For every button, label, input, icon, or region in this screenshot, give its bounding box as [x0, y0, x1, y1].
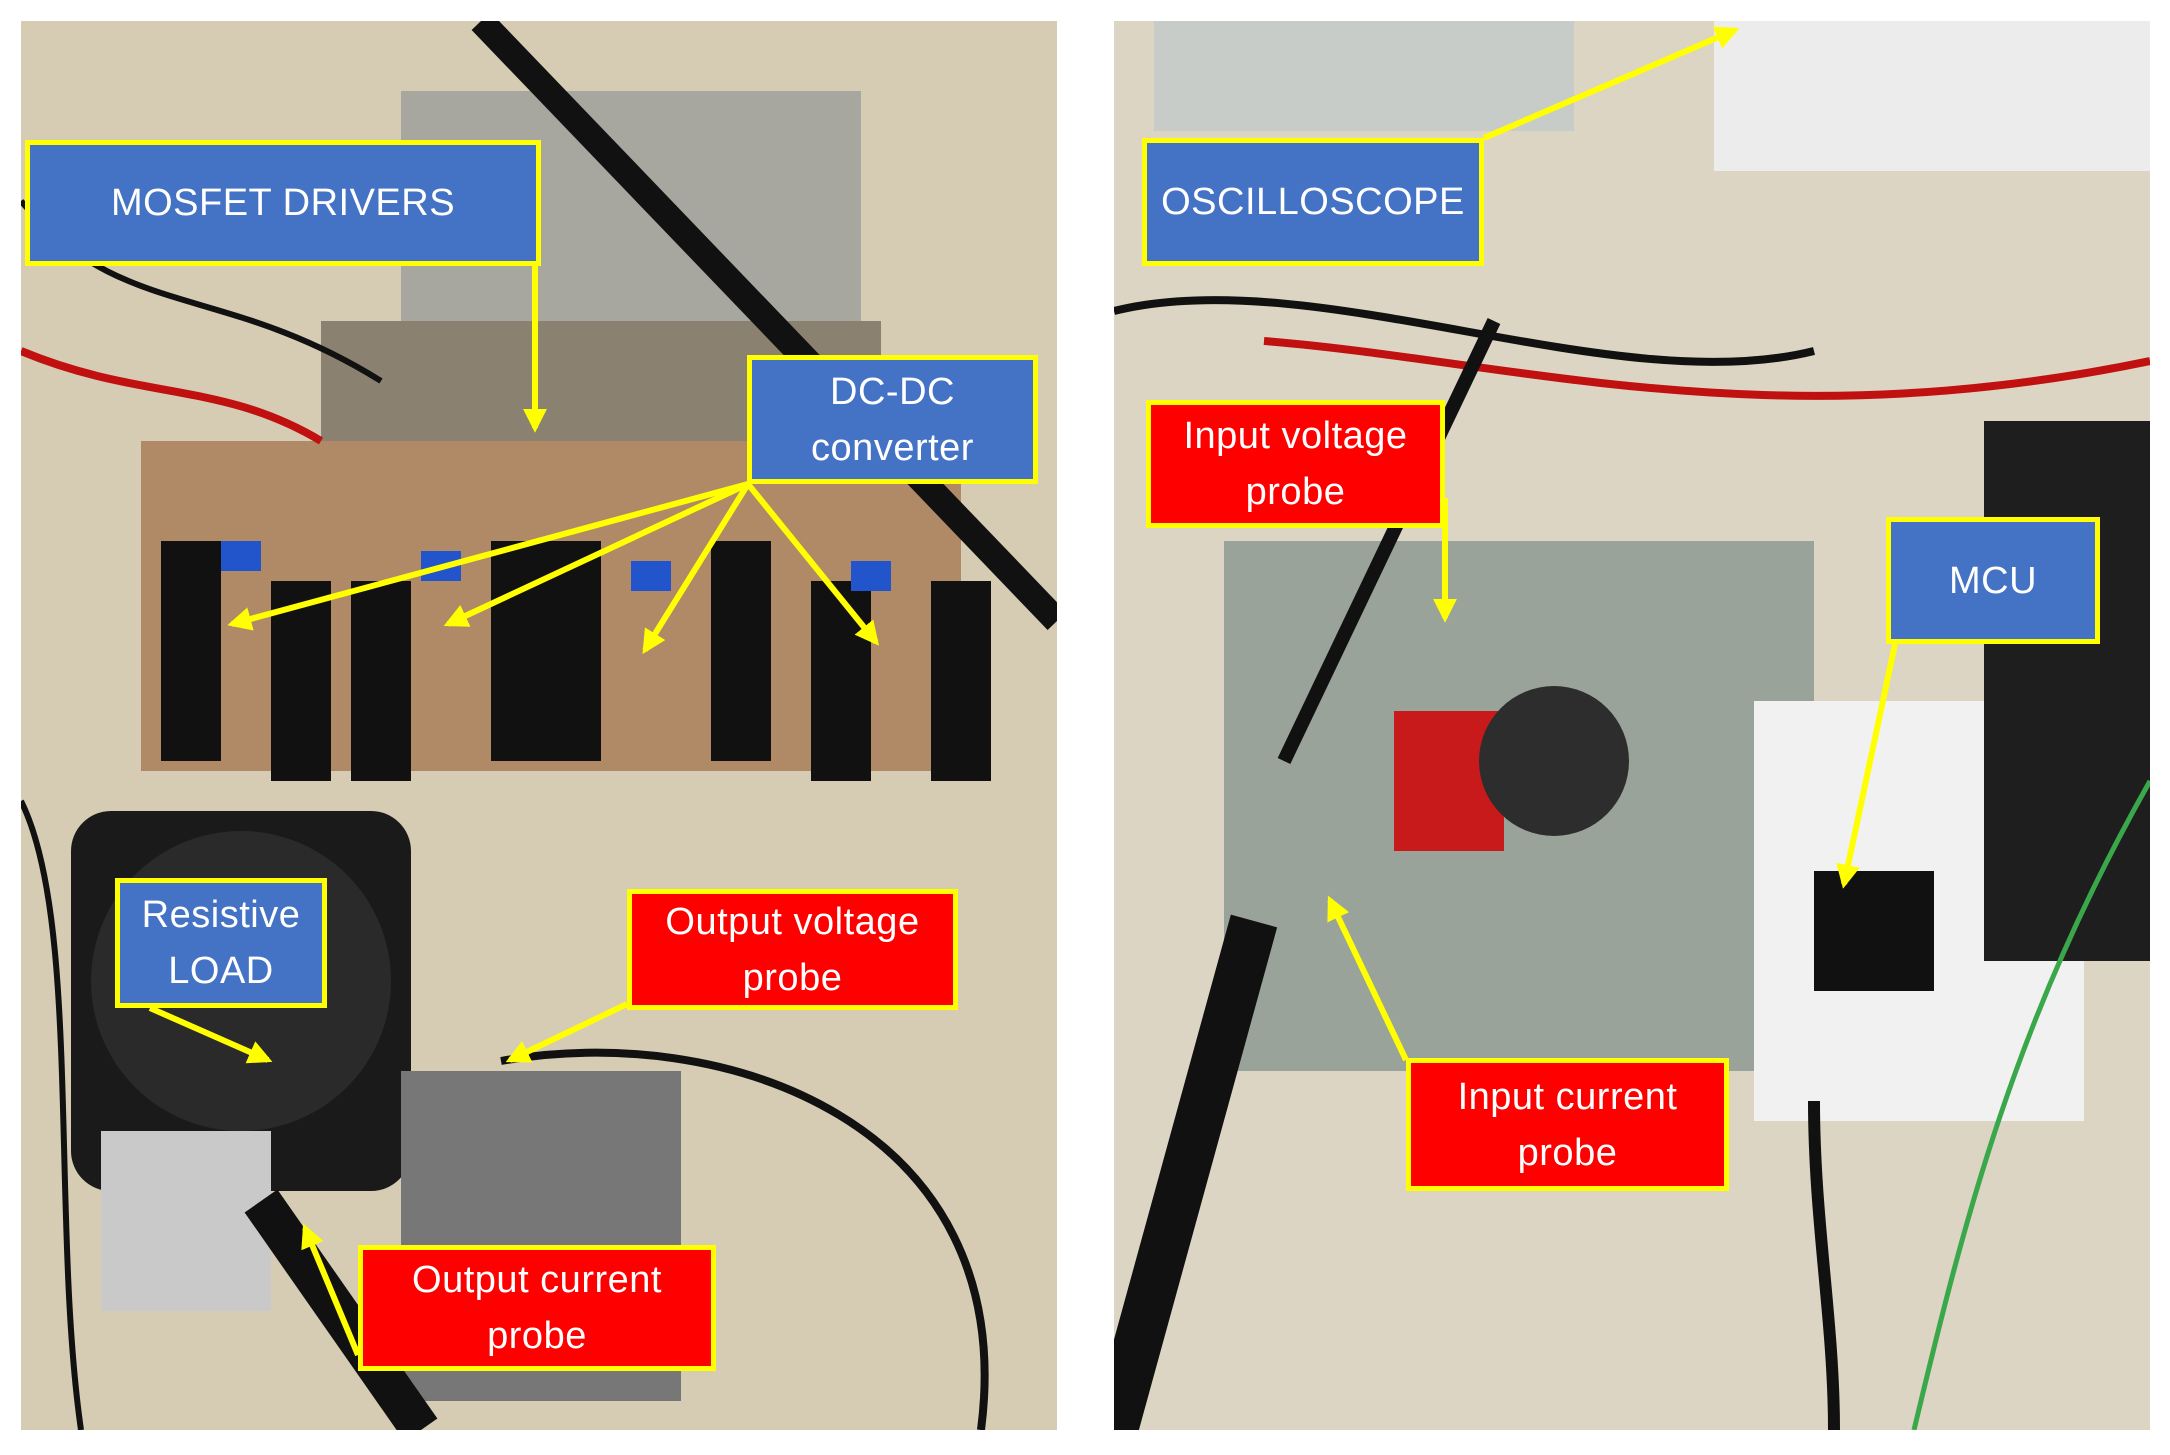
mosfet-drivers-text: MOSFET DRIVERS	[110, 182, 456, 224]
resistive-text-line1: Resistive	[141, 894, 301, 936]
oscilloscope-label: OSCILLOSCOPE	[1142, 138, 1484, 266]
mosfet-drivers-label: MOSFET DRIVERS	[25, 140, 541, 266]
oscilloscope-text: OSCILLOSCOPE	[1161, 181, 1465, 223]
input-current-text-line2: probe	[1517, 1131, 1618, 1174]
mcu-text: MCU	[1948, 559, 2038, 602]
output-voltage-text-line1: Output voltage	[665, 900, 920, 943]
dc-dc-text-line1: DC-DC	[830, 370, 955, 413]
resistive-load-label: Resistive LOAD	[115, 878, 327, 1008]
input-voltage-text-line2: probe	[1245, 471, 1346, 513]
input-voltage-probe-label: Input voltage probe	[1146, 400, 1445, 528]
input-current-probe-label: Input current probe	[1406, 1058, 1729, 1191]
input-current-text-line1: Input current	[1457, 1075, 1678, 1118]
output-voltage-probe-label: Output voltage probe	[627, 889, 958, 1010]
resistive-text-line2: LOAD	[168, 950, 274, 992]
output-current-text-line2: probe	[487, 1315, 587, 1357]
dc-dc-converter-label: DC-DC converter	[747, 355, 1038, 484]
output-current-text-line1: Output current	[412, 1259, 662, 1301]
output-current-probe-label: Output current probe	[358, 1245, 716, 1371]
input-voltage-text-line1: Input voltage	[1183, 415, 1408, 457]
dc-dc-text-line2: converter	[811, 426, 974, 469]
output-voltage-text-line2: probe	[742, 956, 843, 999]
mcu-label: MCU	[1886, 517, 2100, 644]
